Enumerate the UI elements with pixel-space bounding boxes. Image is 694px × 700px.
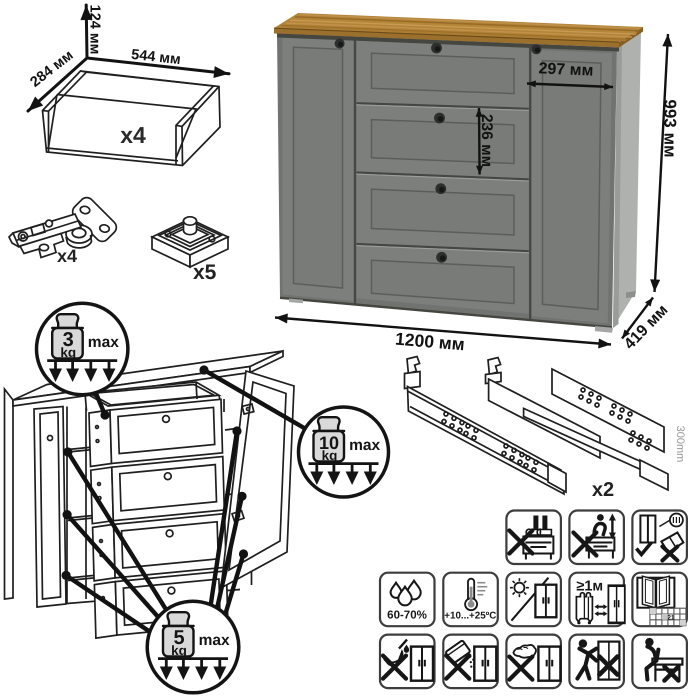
svg-text:kg: kg (60, 345, 76, 360)
svg-text:x2: x2 (592, 479, 614, 501)
svg-text:x4: x4 (57, 246, 77, 266)
svg-text:x5: x5 (193, 261, 217, 284)
svg-text:21: 21 (667, 615, 675, 622)
svg-text:x4: x4 (120, 122, 146, 148)
svg-text:5: 5 (173, 627, 184, 649)
svg-text:kg: kg (171, 643, 187, 658)
svg-text:kg: kg (322, 448, 338, 463)
svg-text:419 мм: 419 мм (621, 302, 671, 353)
svg-text:60-70%: 60-70% (387, 610, 427, 622)
svg-text:544 мм: 544 мм (130, 47, 181, 68)
svg-text:10: 10 (319, 433, 339, 453)
svg-text:124 мм: 124 мм (87, 5, 103, 55)
svg-text:236 мм: 236 мм (478, 114, 495, 167)
svg-text:993 мм: 993 мм (661, 99, 680, 157)
svg-text:297 мм: 297 мм (538, 60, 594, 79)
svg-text:≥1м: ≥1м (576, 579, 603, 595)
svg-text:300mm: 300mm (674, 426, 686, 463)
svg-text:+10...+25ºC: +10...+25ºC (444, 611, 496, 622)
svg-text:3: 3 (63, 329, 74, 351)
